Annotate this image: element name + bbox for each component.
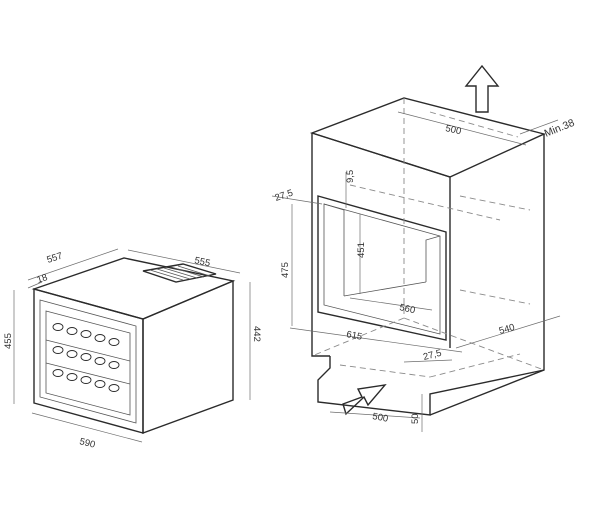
cooler-vent-grille xyxy=(142,263,217,283)
label-height-left: 455 xyxy=(3,333,14,349)
dim-line-clearance xyxy=(519,119,559,135)
niche-opening-inner xyxy=(323,203,441,335)
dim-line-top-depth xyxy=(27,248,119,281)
cooler-shelf xyxy=(45,362,131,385)
label-opening-height: 475 xyxy=(280,262,291,278)
niche-cavity-right xyxy=(425,235,441,282)
dim-line-opening-width xyxy=(289,327,463,353)
wine-cooler-appliance: 557 555 18 455 442 590 xyxy=(3,248,262,451)
label-trim-side-bottom: 27,5 xyxy=(422,348,443,363)
cooler-door-frame xyxy=(39,299,137,424)
label-inner-width: 560 xyxy=(398,302,416,316)
niche-cavity-left xyxy=(323,203,345,296)
airflow-up-arrow xyxy=(464,64,500,113)
niche-cavity-floor xyxy=(343,281,427,297)
label-depth: 540 xyxy=(498,322,516,337)
label-trim-side-top: 27,5 xyxy=(274,188,295,204)
dim-line-door-offset xyxy=(27,281,43,289)
dim-line-inner-width xyxy=(349,297,433,311)
airflow-in-arrow xyxy=(342,384,387,416)
label-door-offset: 18 xyxy=(36,272,49,286)
dim-line-depth xyxy=(455,315,561,349)
label-clearance-min: Min.38 xyxy=(543,117,577,140)
cooler-bottles xyxy=(52,323,120,392)
niche-top-face xyxy=(309,97,547,178)
dim-line-vent-depth xyxy=(397,111,527,146)
label-opening-width: 615 xyxy=(345,329,363,343)
dim-line-trim-side-bottom xyxy=(403,359,453,363)
label-top-depth: 557 xyxy=(46,250,64,265)
cooler-side-face xyxy=(142,279,234,435)
dim-line-top-width xyxy=(127,249,241,274)
label-trim-top: 9,5 xyxy=(345,170,356,183)
label-vent-width-bottom: 500 xyxy=(371,411,389,425)
niche-plinth xyxy=(317,356,545,416)
dim-line-bottom-width xyxy=(31,412,143,443)
dim-line-trim-side-top xyxy=(271,195,323,205)
label-vent-depth-top: 500 xyxy=(444,123,462,137)
cooler-front-face xyxy=(33,288,144,434)
label-top-width: 555 xyxy=(193,255,211,269)
cooler-door-glass xyxy=(45,310,131,416)
niche-hidden-lines xyxy=(311,98,545,378)
installation-niche: 500 Min.38 9,5 27,5 451 475 560 540 615 … xyxy=(271,64,577,432)
niche-opening-outer xyxy=(317,195,447,341)
label-bottom-width: 590 xyxy=(78,436,96,451)
niche-top-front-edge xyxy=(311,132,451,178)
niche-front-left-edge xyxy=(311,133,330,357)
label-height-right: 442 xyxy=(251,326,262,342)
label-vent-height-bottom: 50 xyxy=(410,413,421,424)
dim-line-vent-width xyxy=(329,411,421,419)
label-inner-height: 451 xyxy=(356,242,367,258)
cooler-shelf xyxy=(45,339,131,362)
